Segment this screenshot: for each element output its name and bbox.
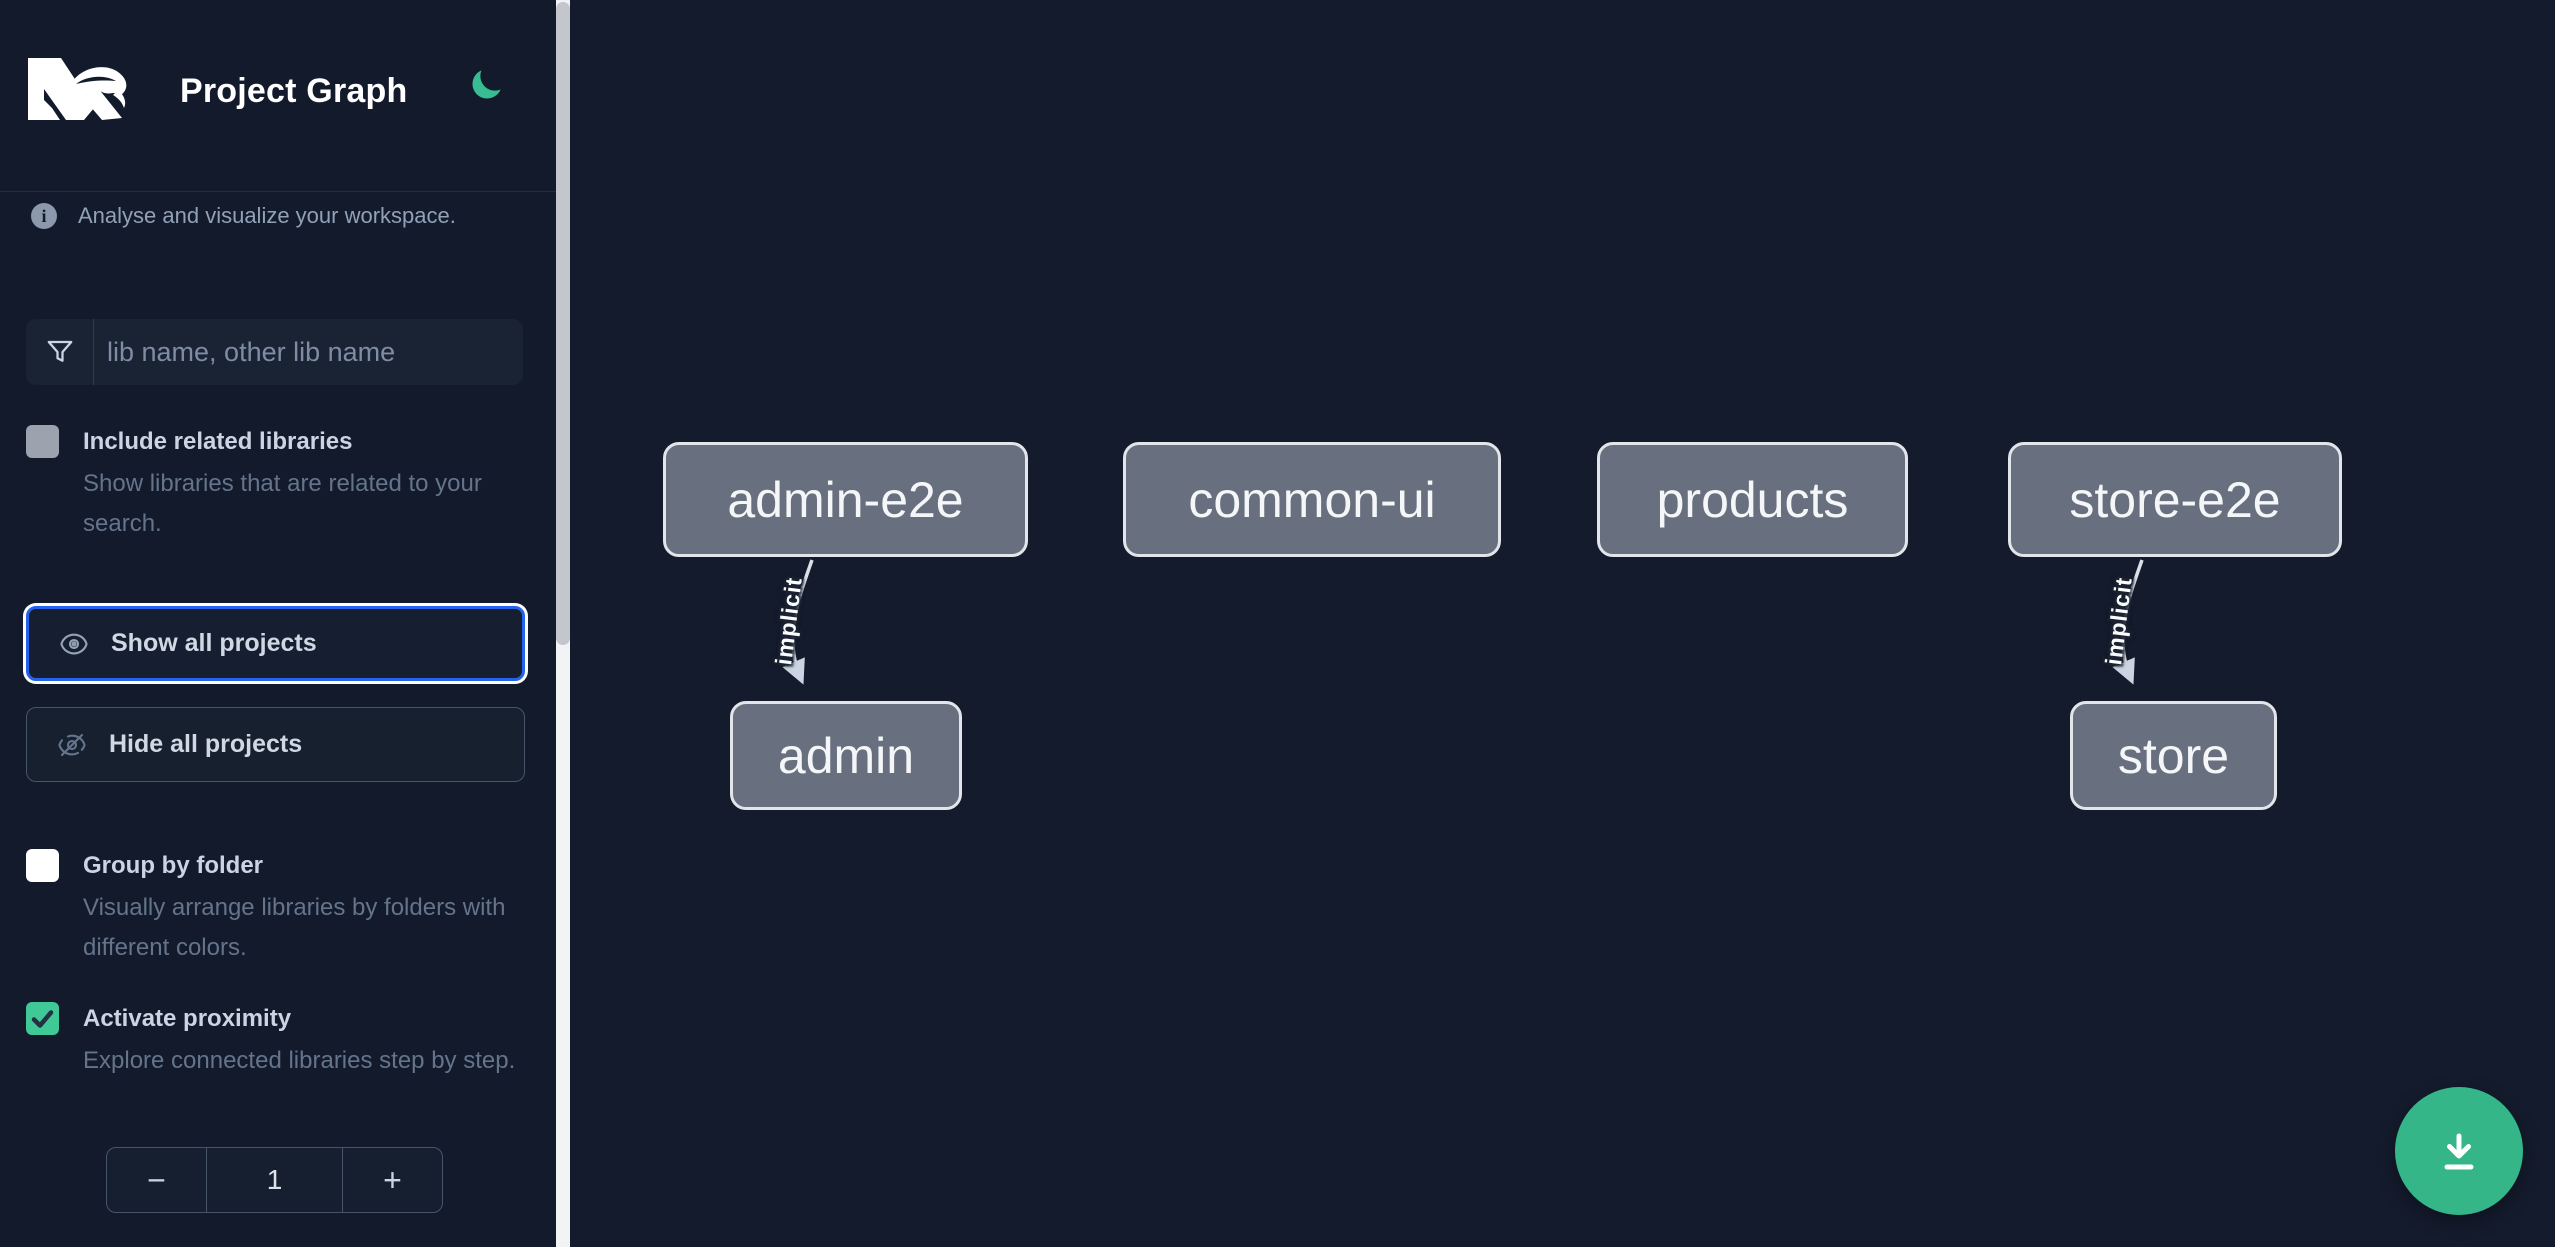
graph-node-common-ui[interactable]: common-ui	[1123, 442, 1501, 557]
tagline-text: Analyse and visualize your workspace.	[78, 203, 456, 228]
toggle-description: Explore connected libraries step by step…	[83, 1047, 516, 1074]
hide-all-projects-label: Hide all projects	[109, 730, 303, 758]
toggle-description: Show libraries that are related to your …	[83, 470, 482, 537]
toggle-activate-proximity: Activate proximity Explore connected lib…	[26, 1002, 526, 1081]
stepper-value: 1	[206, 1148, 343, 1212]
graph-node-store-e2e[interactable]: store-e2e	[2008, 442, 2342, 557]
show-all-projects-button[interactable]: Show all projects	[26, 606, 525, 681]
include-related-libraries-checkbox[interactable]	[26, 425, 59, 458]
sidebar-scrollbar-thumb[interactable]	[556, 2, 570, 645]
page-title: Project Graph	[180, 72, 408, 110]
nx-logo	[28, 58, 127, 120]
funnel-icon	[47, 340, 72, 362]
toggle-label: Include related libraries	[83, 428, 353, 455]
theme-toggle-button[interactable]	[466, 66, 506, 106]
workspace-tagline-row: i Analyse and visualize your workspace.	[31, 203, 456, 229]
group-by-folder-checkbox[interactable]	[26, 849, 59, 882]
search-input[interactable]	[94, 319, 523, 385]
toggle-description: Visually arrange libraries by folders wi…	[83, 894, 506, 961]
increment-button[interactable]: +	[343, 1148, 442, 1212]
info-icon: i	[31, 203, 57, 229]
decrement-button[interactable]: −	[107, 1148, 206, 1212]
graph-node-admin[interactable]: admin	[730, 701, 962, 810]
graph-node-store[interactable]: store	[2070, 701, 2277, 810]
edge-store-e2e-to-store	[2112, 559, 2144, 685]
activate-proximity-checkbox[interactable]	[26, 1002, 59, 1035]
search-box	[26, 319, 523, 385]
sidebar-scrollbar-track	[556, 0, 570, 1247]
hide-all-projects-button[interactable]: Hide all projects	[26, 707, 525, 782]
project-graph-canvas[interactable]: admin-e2e common-ui products store-e2e admin…	[570, 0, 2555, 1247]
toggle-label: Activate proximity	[83, 1005, 292, 1032]
download-graph-button[interactable]	[2395, 1087, 2523, 1215]
filter-icon-cell	[26, 319, 94, 385]
sidebar-header: Project Graph	[0, 0, 556, 192]
toggle-include-related-libraries: Include related libraries Show libraries…	[26, 425, 526, 544]
moon-icon	[472, 69, 501, 98]
eye-icon	[59, 629, 89, 659]
toggle-label: Group by folder	[83, 852, 263, 879]
toggle-group-by-folder: Group by folder Visually arrange librari…	[26, 849, 526, 968]
proximity-depth-stepper: − 1 +	[106, 1147, 443, 1213]
download-icon	[2444, 1133, 2474, 1170]
checkmark-icon	[31, 1010, 54, 1028]
graph-node-products[interactable]: products	[1597, 442, 1908, 557]
sidebar: Project Graph i Analyse and visualize yo…	[0, 0, 556, 1247]
eye-off-icon	[57, 730, 87, 760]
show-all-projects-label: Show all projects	[111, 629, 317, 657]
edge-layer	[782, 559, 2144, 685]
graph-node-admin-e2e[interactable]: admin-e2e	[663, 442, 1028, 557]
edge-admin-e2e-to-admin	[782, 559, 814, 685]
